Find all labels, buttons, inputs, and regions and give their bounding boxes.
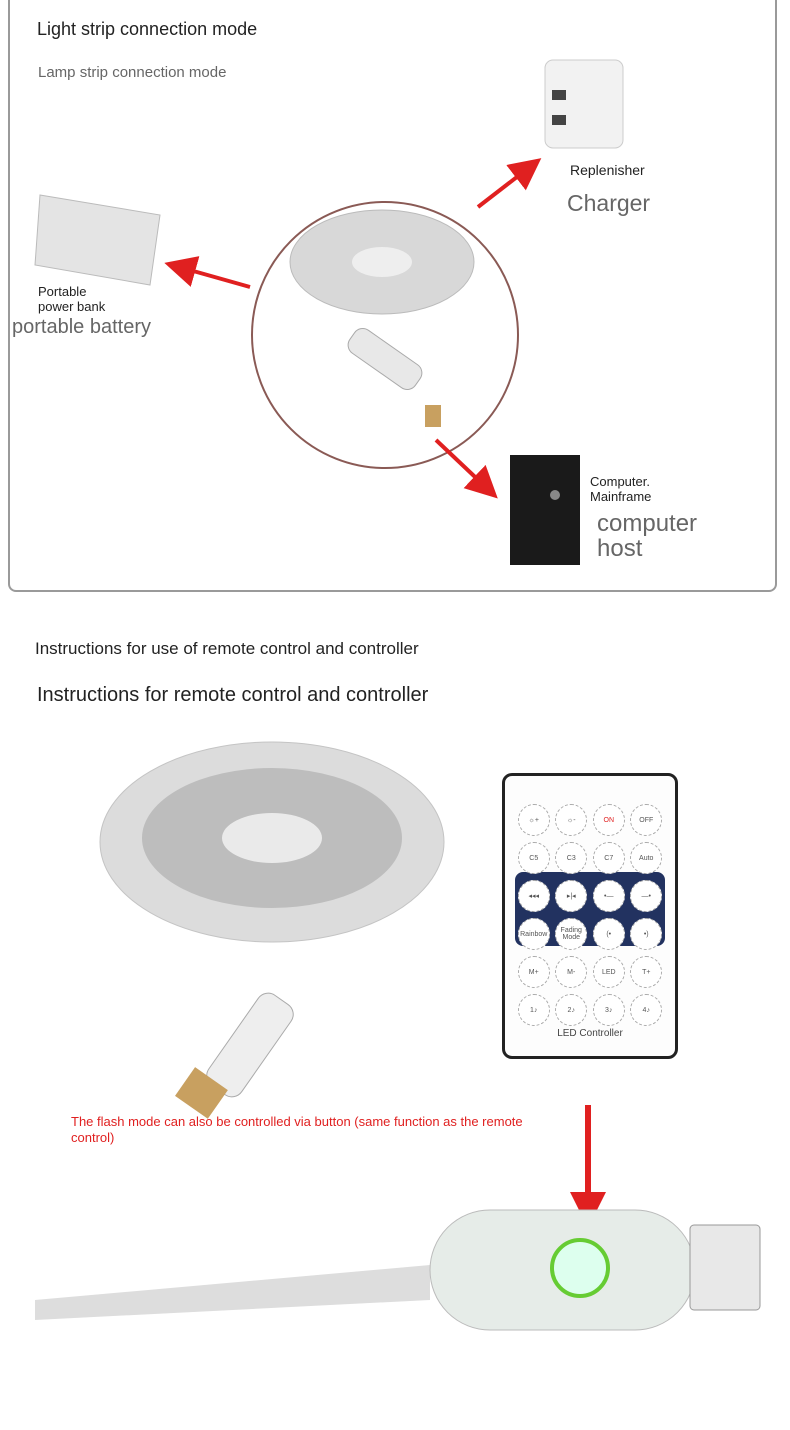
remote-button[interactable]: Rainbow [517, 918, 550, 950]
section1-title: Light strip connection mode [37, 19, 258, 39]
remote-button[interactable]: ◂◂◂ [517, 880, 550, 912]
remote-button[interactable]: •— [592, 880, 625, 912]
section2-title: Instructions for use of remote control a… [35, 639, 419, 658]
remote-button[interactable]: —• [630, 880, 663, 912]
remote-button[interactable]: ☼+ [517, 804, 550, 836]
remote-button[interactable]: C7 [592, 842, 625, 874]
strip-highlight-circle [251, 201, 519, 469]
power-bank-image [34, 194, 161, 286]
remote-button[interactable]: T+ [630, 956, 663, 988]
remote-button[interactable]: 1♪ [517, 994, 550, 1026]
remote-button[interactable]: OFF [630, 804, 663, 836]
remote-button[interactable]: •) [630, 918, 663, 950]
remote-label: LED Controller [557, 1028, 623, 1039]
power-bank-label-1: Portable [38, 284, 87, 299]
remote-button[interactable]: Auto [630, 842, 663, 874]
section2-subtitle: Instructions for remote control and cont… [37, 684, 429, 706]
section1-subtitle: Lamp strip connection mode [38, 64, 227, 81]
power-bank-label-2: power bank [38, 299, 106, 314]
computer-label-1: Computer. [590, 474, 650, 489]
remote-button[interactable]: M- [555, 956, 588, 988]
arrow-to-power-bank [164, 256, 251, 289]
strip-reel-image [289, 209, 475, 427]
remote-button[interactable]: C3 [555, 842, 588, 874]
flash-mode-button [550, 1238, 610, 1298]
remote-button[interactable]: 3♪ [592, 994, 625, 1026]
flash-mode-note: The flash mode can also be controlled vi… [71, 1114, 523, 1145]
remote-button[interactable]: (• [592, 918, 625, 950]
remote-button[interactable]: ▸|◂ [555, 880, 588, 912]
computer-image [510, 455, 580, 565]
remote-button[interactable]: ON [592, 804, 625, 836]
product-photos [35, 741, 761, 1331]
computer-label-large-2: host [597, 535, 643, 562]
connection-panel [8, 0, 777, 592]
remote-button[interactable]: 4♪ [630, 994, 663, 1026]
strip-reel-photo [99, 741, 445, 1119]
remote-button[interactable]: Fading Mode [555, 918, 588, 950]
charger-label-small: Replenisher [570, 162, 645, 178]
controller-photo [35, 1209, 761, 1331]
power-bank-label-large: portable battery [12, 316, 151, 338]
remote-button[interactable]: LED [592, 956, 625, 988]
remote-button[interactable]: C5 [517, 842, 550, 874]
arrow-to-charger [476, 158, 542, 209]
connection-diagram [34, 59, 624, 565]
charger-label-large: Charger [567, 190, 651, 216]
computer-label-large-1: computer [597, 510, 698, 537]
remote-button[interactable]: M+ [517, 956, 550, 988]
arrow-to-computer [434, 438, 498, 499]
remote-button[interactable]: 2♪ [555, 994, 588, 1026]
charger-image [544, 59, 624, 149]
remote-button[interactable]: ☼- [555, 804, 588, 836]
computer-label-2: Mainframe [590, 489, 652, 504]
